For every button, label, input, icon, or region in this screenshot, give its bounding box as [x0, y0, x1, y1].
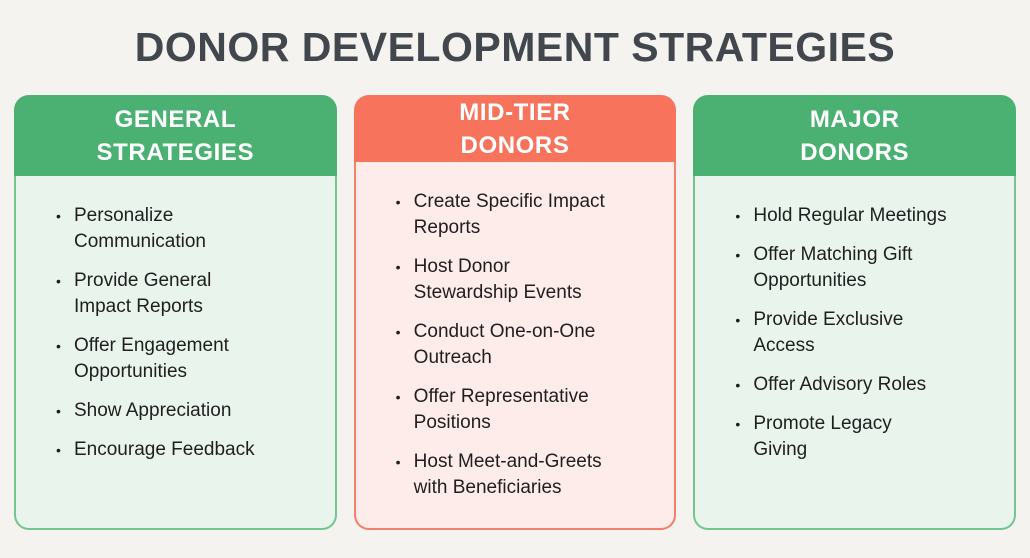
- list-item: Host Donor Stewardship Events: [395, 254, 663, 306]
- list-item: Offer Engagement Opportunities: [55, 333, 323, 385]
- list-item: Offer Matching Gift Opportunities: [734, 242, 1002, 294]
- card-major-donors: MAJOR DONORS Hold Regular Meetings Offer…: [693, 95, 1017, 530]
- list-item: Offer Representative Positions: [395, 384, 663, 436]
- card-header-major-donors: MAJOR DONORS: [693, 95, 1017, 176]
- general-strategies-list: Personalize Communication Provide Genera…: [55, 203, 323, 463]
- list-item: Offer Advisory Roles: [734, 372, 1002, 398]
- header-line-2: DONORS: [460, 131, 570, 159]
- card-body-major-donors: Hold Regular Meetings Offer Matching Gif…: [693, 176, 1017, 530]
- header-line-2: DONORS: [800, 138, 910, 166]
- card-body-general-strategies: Personalize Communication Provide Genera…: [14, 176, 337, 530]
- list-item: Conduct One-on-One Outreach: [395, 319, 663, 371]
- card-general-strategies: GENERAL STRATEGIES Personalize Communica…: [14, 95, 337, 530]
- page-title: DONOR DEVELOPMENT STRATEGIES: [134, 24, 896, 70]
- mid-tier-donors-list: Create Specific Impact Reports Host Dono…: [395, 189, 663, 501]
- major-donors-list: Hold Regular Meetings Offer Matching Gif…: [734, 203, 1002, 463]
- list-item: Host Meet-and-Greets with Beneficiaries: [395, 449, 663, 501]
- list-item: Promote Legacy Giving: [734, 411, 1002, 463]
- cards-row: GENERAL STRATEGIES Personalize Communica…: [14, 95, 1017, 530]
- header-line-2: STRATEGIES: [96, 138, 255, 166]
- header-line-1: MID-TIER: [459, 98, 571, 126]
- list-item: Personalize Communication: [55, 203, 323, 255]
- list-item: Encourage Feedback: [55, 437, 323, 463]
- card-body-mid-tier-donors: Create Specific Impact Reports Host Dono…: [353, 162, 677, 530]
- header-line-1: MAJOR: [809, 105, 900, 133]
- card-header-general-strategies: GENERAL STRATEGIES: [14, 95, 337, 176]
- header-line-1: GENERAL: [114, 105, 237, 133]
- card-header-mid-tier-donors: MID-TIER DONORS: [353, 95, 677, 162]
- list-item: Provide Exclusive Access: [734, 307, 1002, 359]
- list-item: Hold Regular Meetings: [734, 203, 1002, 229]
- list-item: Show Appreciation: [55, 398, 323, 424]
- card-mid-tier-donors: MID-TIER DONORS Create Specific Impact R…: [353, 95, 677, 530]
- list-item: Create Specific Impact Reports: [395, 189, 663, 241]
- list-item: Provide General Impact Reports: [55, 268, 323, 320]
